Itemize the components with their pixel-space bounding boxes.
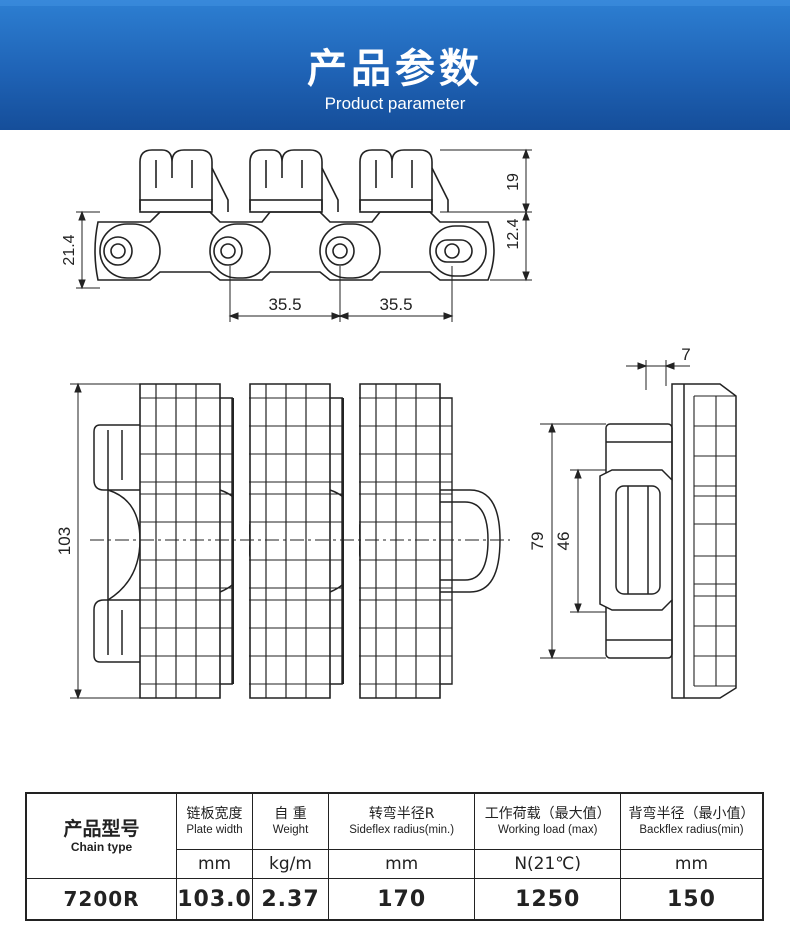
side-view-drawing bbox=[94, 149, 495, 281]
header-label-cn: 工作荷载（最大值） bbox=[484, 806, 611, 822]
header-backflex-radius: 背弯半径（最小值） Backflex radius(min) bbox=[619, 792, 764, 850]
header-chain-type: 产品型号 Chain type bbox=[25, 792, 178, 879]
header-label-en: Sideflex radius(min.) bbox=[349, 824, 455, 836]
value-cell: 170 bbox=[327, 878, 476, 921]
page-title: 产品参数 bbox=[307, 46, 483, 92]
dim-pitch-2-label: 35.5 bbox=[379, 295, 412, 314]
unit-cell: N(21℃) bbox=[474, 849, 621, 879]
header-title-cn: 产品型号 bbox=[63, 818, 140, 840]
table-row: 7200R 103.0 2.37 170 1250 150 bbox=[25, 878, 764, 921]
header-label-en: Backflex radius(min) bbox=[639, 824, 744, 836]
spec-table: 产品型号 Chain type 链板宽度 Plate width 自 重 Wei… bbox=[25, 792, 764, 921]
unit-cell: mm bbox=[176, 849, 254, 879]
dim-19-label: 19 bbox=[505, 173, 522, 191]
dim-103-label: 103 bbox=[55, 527, 74, 555]
header-sideflex-radius: 转弯半径R Sideflex radius(min.) bbox=[327, 792, 476, 850]
side-view-dimensions bbox=[76, 148, 532, 322]
header-label-en: Working load (max) bbox=[497, 824, 598, 836]
header-title-en: Chain type bbox=[70, 840, 133, 854]
dim-pitch-1-label: 35.5 bbox=[268, 295, 301, 314]
table-unit-row: mm kg/m mm N(21℃) mm bbox=[26, 849, 764, 879]
value-cell: 103.0 bbox=[176, 878, 254, 921]
technical-drawing: 19 12.4 21.4 35.5 35.5 bbox=[55, 148, 737, 700]
unit-cell: mm bbox=[619, 849, 764, 879]
value-cell: 1250 bbox=[474, 878, 621, 921]
dim-12-4-label: 12.4 bbox=[505, 218, 522, 249]
header-banner: 产品参数 Product parameter bbox=[0, 0, 790, 130]
model-cell: 7200R bbox=[25, 878, 178, 921]
header-label-cn: 背弯半径（最小值） bbox=[628, 806, 755, 822]
end-view-dimensions bbox=[540, 360, 690, 660]
page-subtitle: Product parameter bbox=[324, 94, 466, 113]
header-label-cn: 自 重 bbox=[274, 806, 307, 822]
header-working-load: 工作荷载（最大值） Working load (max) bbox=[474, 792, 621, 850]
dim-7-label: 7 bbox=[681, 345, 690, 364]
value-cell: 2.37 bbox=[252, 878, 329, 921]
header-plate-width: 链板宽度 Plate width bbox=[176, 792, 254, 850]
plan-view-dimensions bbox=[70, 382, 140, 700]
unit-cell: kg/m bbox=[252, 849, 329, 879]
plan-view-plates bbox=[90, 383, 510, 699]
header-weight: 自 重 Weight bbox=[252, 792, 329, 850]
banner-top-line bbox=[0, 0, 790, 6]
dim-46-label: 46 bbox=[554, 532, 573, 551]
dim-79-label: 79 bbox=[528, 532, 547, 551]
end-view-drawing bbox=[599, 383, 737, 699]
header-label-cn: 转弯半径R bbox=[368, 806, 435, 822]
table-header-row: 产品型号 Chain type 链板宽度 Plate width 自 重 Wei… bbox=[25, 792, 764, 879]
unit-cell: mm bbox=[327, 849, 476, 879]
header-label-en: Plate width bbox=[186, 824, 243, 836]
value-cell: 150 bbox=[619, 878, 764, 921]
header-label-en: Weight bbox=[272, 824, 309, 836]
dim-21-4-label: 21.4 bbox=[61, 234, 78, 265]
header-label-cn: 链板宽度 bbox=[186, 806, 243, 822]
